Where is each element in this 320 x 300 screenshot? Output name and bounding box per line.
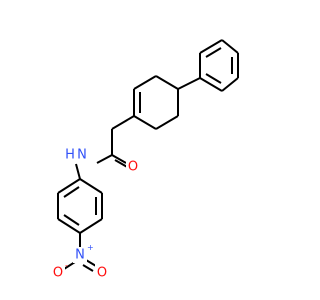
nitro-group — [63, 259, 97, 272]
atom-carbonyl-o: O — [126, 158, 140, 175]
molecule-structure: H N O N + O - O — [51, 39, 239, 281]
amide-nitrogen-label: N — [77, 148, 87, 163]
nitrophenyl-ring — [57, 178, 103, 247]
nitro-nitrogen-label: N — [75, 248, 85, 263]
carbonyl-oxygen-label: O — [128, 160, 138, 175]
nitro-oxygen-label: O — [97, 266, 107, 281]
atom-amide-n: H N — [62, 147, 87, 163]
phenyl-ring — [199, 39, 239, 92]
atom-nitro-n: N + — [73, 243, 94, 263]
nitro-oxygen-charge: - — [65, 261, 68, 270]
atom-nitro-o-minus: O - — [51, 261, 68, 281]
atom-nitro-o: O — [95, 264, 109, 281]
nitro-nitrogen-charge: + — [87, 243, 94, 252]
nitro-oxygen-minus-label: O — [53, 266, 63, 281]
amide-hydrogen-label: H — [65, 148, 75, 163]
cyclohexene-ring — [133, 75, 201, 130]
